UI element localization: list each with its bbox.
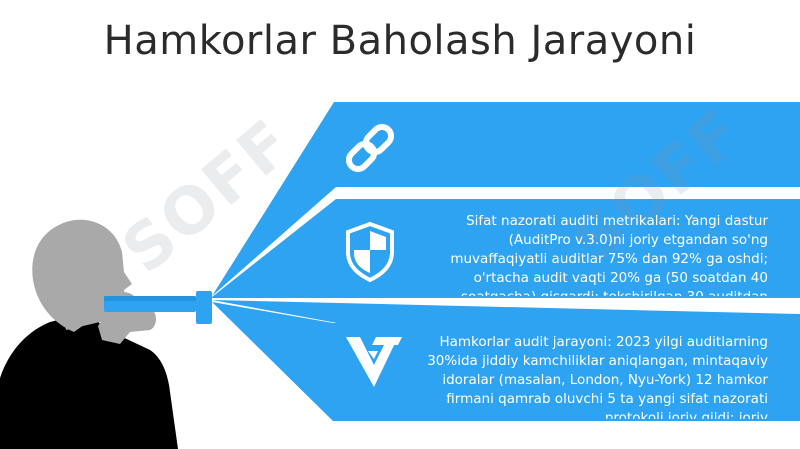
link-icon <box>345 123 395 173</box>
suit <box>0 312 178 449</box>
beam-bottom <box>212 300 800 323</box>
telescope-icon <box>104 291 212 324</box>
vuejs-logo-icon <box>346 337 402 387</box>
shield-icon <box>346 221 394 283</box>
panel-text-audit: Hamkorlar audit jarayoni: 2023 yilgi aud… <box>427 334 768 419</box>
panel-text-security: Sifat nazorati auditi metrikalari: Yangi… <box>450 213 768 296</box>
beam-lower <box>212 302 800 421</box>
page-title: Hamkorlar Baholash Jarayoni <box>103 18 697 64</box>
